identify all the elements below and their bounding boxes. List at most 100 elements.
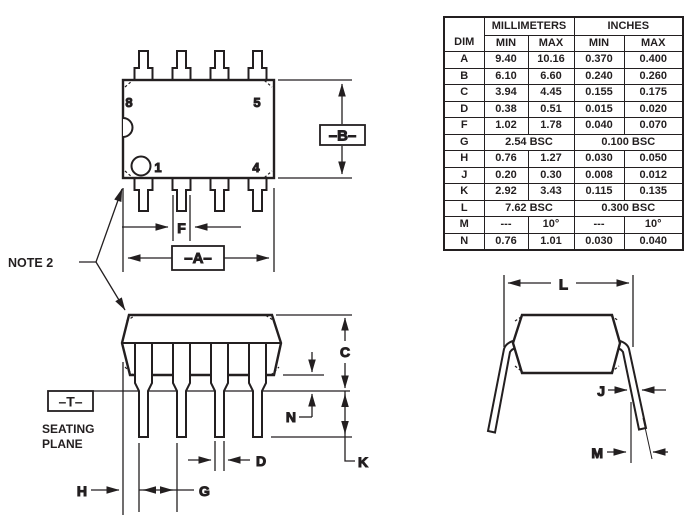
cell: 0.155 (573, 84, 625, 102)
dim-label-c: C (340, 344, 350, 360)
dim-a (122, 188, 275, 272)
end-view-body (511, 313, 622, 375)
cell: 0.76 (483, 232, 529, 251)
cell: 0.070 (623, 117, 684, 135)
dim-label-l: L (559, 277, 568, 294)
cell: 10.16 (527, 51, 575, 69)
side-view-corner-marks (124, 314, 280, 376)
dim-n (299, 352, 316, 418)
cell: 0.30 (527, 166, 575, 184)
cell: 0.015 (573, 100, 625, 118)
cell: 10° (623, 216, 684, 234)
table-subheader-row: MIN MAX MIN MAX (444, 35, 684, 52)
cell: 0.020 (623, 100, 684, 118)
cell: 0.240 (573, 67, 625, 85)
dimension-table: DIM MILLIMETERS INCHES MIN MAX MIN MAX A… (443, 16, 684, 251)
cell-dim: L (443, 199, 485, 217)
pin-number-8: 8 (125, 95, 132, 110)
side-view-leads (134, 342, 267, 438)
note2-label: NOTE 2 (8, 256, 53, 270)
cell-dim: G (443, 133, 485, 151)
col-header-mm-min: MIN (483, 35, 529, 52)
cell: 3.43 (527, 183, 575, 201)
col-header-dim: DIM (443, 16, 485, 52)
dim-b (278, 79, 366, 179)
cell: 10° (527, 216, 575, 234)
dim-row-l: L 7.62 BSC 0.300 BSC (443, 199, 684, 217)
group-header-inches: INCHES (573, 16, 684, 36)
table-group-header-row: DIM MILLIMETERS INCHES (443, 16, 684, 52)
pin-number-1: 1 (154, 160, 161, 175)
cell: 0.040 (623, 232, 684, 251)
cell: 0.370 (573, 51, 625, 69)
dim-l (503, 275, 634, 347)
cell: 0.030 (573, 232, 625, 251)
cell-dim: M (443, 216, 485, 234)
col-header-mm-max: MAX (527, 35, 575, 52)
dim-row-n: N 0.76 1.01 0.030 0.040 (443, 232, 684, 251)
cell: 0.030 (573, 150, 625, 168)
cell: --- (483, 216, 529, 234)
cell-bsc: 0.300 BSC (573, 199, 684, 217)
pin-number-4: 4 (252, 160, 260, 175)
top-view-leads-lower (133, 177, 268, 212)
dim-m (607, 402, 668, 463)
cell: 0.20 (483, 166, 529, 184)
cell: 0.135 (623, 183, 684, 201)
col-header-in-min: MIN (573, 35, 625, 52)
col-header-in-max: MAX (623, 35, 684, 52)
top-view: 8 5 1 4 –B– –A– F (79, 50, 366, 311)
dim-row-d: D 0.38 0.51 0.015 0.020 (443, 100, 684, 118)
cell: 0.008 (573, 166, 625, 184)
side-view: C N K H G (47, 313, 369, 515)
end-view: L J M (486, 275, 668, 463)
cell: 9.40 (483, 51, 529, 69)
end-view-corner-marks (514, 315, 620, 373)
dim-label-g: G (199, 483, 210, 499)
dim-label-j: J (597, 383, 605, 399)
dim-row-a: A 9.40 10.16 0.370 0.400 (443, 51, 684, 69)
cell-dim: A (443, 51, 485, 69)
dim-row-k: K 2.92 3.43 0.115 0.135 (443, 183, 684, 201)
seating-plane-label-2: PLANE (42, 437, 83, 451)
cell-dim: B (443, 67, 485, 85)
cell: 1.78 (527, 117, 575, 135)
cell: 4.45 (527, 84, 575, 102)
dim-label-k: K (358, 454, 368, 470)
cell: 3.94 (483, 84, 529, 102)
dim-f (122, 195, 241, 241)
dim-d (188, 441, 250, 471)
cell: 2.92 (483, 183, 529, 201)
cell: 0.400 (623, 51, 684, 69)
cell-dim: J (443, 166, 485, 184)
seating-plane-label-1: SEATING (42, 422, 94, 436)
end-view-lead-left (486, 338, 520, 434)
cell: 0.260 (623, 67, 684, 85)
dim-label-m: M (591, 445, 603, 461)
group-header-millimeters: MILLIMETERS (483, 16, 575, 36)
cell: 1.01 (527, 232, 575, 251)
pin1-dimple (130, 155, 152, 177)
cell-dim: D (443, 100, 485, 118)
dim-row-c: C 3.94 4.45 0.155 0.175 (443, 84, 684, 102)
cell: 0.38 (483, 100, 529, 118)
cell-dim: K (443, 183, 485, 201)
dim-k (271, 391, 355, 462)
cell: 1.02 (483, 117, 529, 135)
dim-c (276, 314, 352, 389)
cell-dim: H (443, 150, 485, 168)
cell: 0.115 (573, 183, 625, 201)
cell: 0.76 (483, 150, 529, 168)
dim-row-j: J 0.20 0.30 0.008 0.012 (443, 166, 684, 184)
dim-row-h: H 0.76 1.27 0.030 0.050 (443, 150, 684, 168)
pin-number-5: 5 (253, 95, 260, 110)
cell: 0.050 (623, 150, 684, 168)
cell: 0.012 (623, 166, 684, 184)
cell-bsc: 2.54 BSC (483, 133, 575, 151)
top-view-corner-marks (124, 80, 273, 178)
dim-label-n: N (286, 409, 296, 425)
cell-dim: N (443, 232, 485, 251)
dim-row-g: G 2.54 BSC 0.100 BSC (443, 133, 684, 151)
